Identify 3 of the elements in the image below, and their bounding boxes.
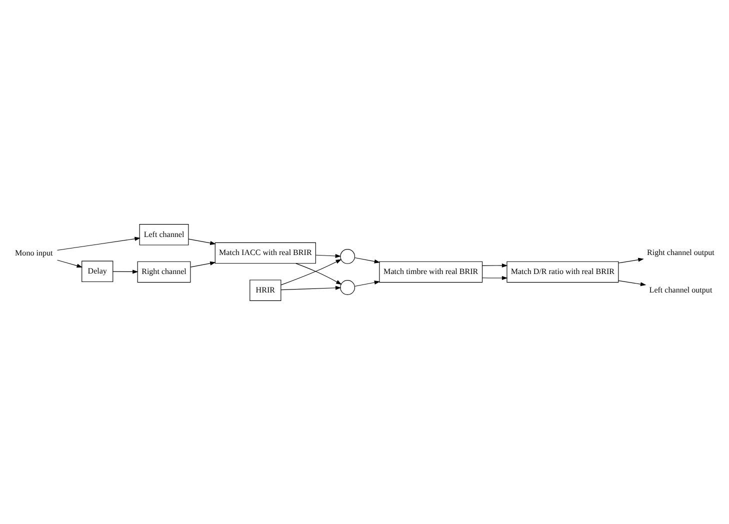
- node-text: Right channel output: [647, 248, 714, 257]
- node-text: Left channel output: [649, 284, 712, 294]
- node-text: Mono input: [15, 248, 53, 258]
